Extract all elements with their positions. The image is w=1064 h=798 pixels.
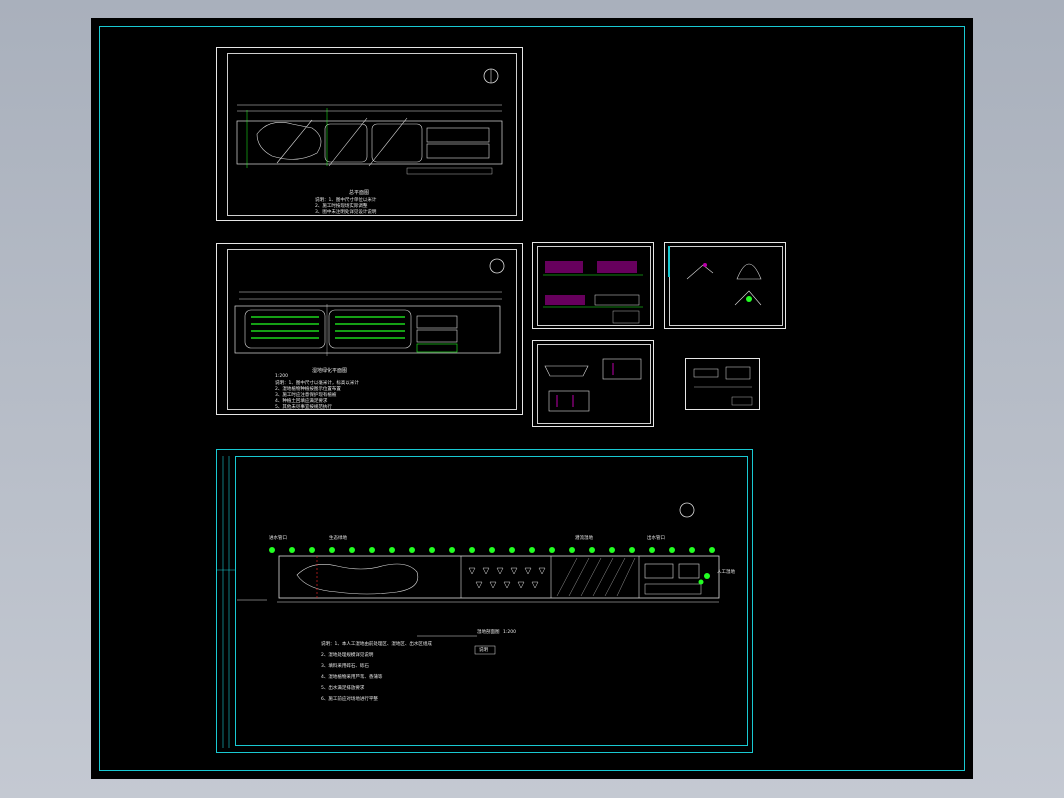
wetland-title-box: 说明 xyxy=(479,648,488,653)
wetland-note-6: 6、施工前应对场地进行平整 xyxy=(321,697,378,702)
site-plan-note-1: 说明：1、图中尺寸单位以米计 xyxy=(315,198,377,203)
planting-plan-note-1: 说明：1、图中尺寸以毫米计，标高以米计 xyxy=(275,381,359,386)
planting-plan-note-2: 2、湿地植物种植按图示位置布置 xyxy=(275,387,341,392)
wetland-plan-title: 湿地剖面图 xyxy=(477,630,500,635)
planting-plan-note-5: 5、其他未尽事宜按规范执行 xyxy=(275,405,332,410)
sheet-inner-border xyxy=(537,246,651,326)
label-green-area: 生态绿地 xyxy=(329,536,347,541)
sheet-section-detail-a[interactable] xyxy=(532,242,654,329)
sheet-inner-border xyxy=(227,53,517,216)
drawing-frame xyxy=(99,26,965,771)
planting-plan-drawing xyxy=(234,258,505,356)
sheet-site-plan[interactable]: 总平面图 说明：1、图中尺寸单位以米计 2、施工时按现场实际调整 3、图中未注明… xyxy=(216,47,523,221)
wetland-note-1: 说明：1、本人工湿地由前处理区、湿地区、出水区组成 xyxy=(321,642,432,647)
site-plan-note-3: 3、图中未注明处详见设计说明 xyxy=(315,210,377,215)
wetland-note-5: 5、出水满足排放要求 xyxy=(321,686,365,691)
wetland-note-4: 4、湿地植物采用芦苇、香蒲等 xyxy=(321,675,383,680)
sheet-section-detail-b[interactable] xyxy=(532,340,654,427)
label-outlet: 出水管口 xyxy=(647,536,665,541)
planting-plan-note-4: 4、种植土回填应满足要求 xyxy=(275,399,328,404)
sheet-inner-border xyxy=(227,249,517,410)
planting-plan-scale: 1:200 xyxy=(275,374,288,379)
site-plan-note-2: 2、施工时按现场实际调整 xyxy=(315,204,368,209)
site-plan-drawing xyxy=(236,68,503,175)
wetland-note-3: 3、填料采用碎石、砾石 xyxy=(321,664,369,669)
sheet-inner-border xyxy=(537,344,651,424)
label-subsurface-wetland: 潜流湿地 xyxy=(575,536,593,541)
label-inlet: 进水管口 xyxy=(269,536,287,541)
section-detail-b-drawing xyxy=(544,358,642,412)
cad-drawing-canvas[interactable]: 总平面图 说明：1、图中尺寸单位以米计 2、施工时按现场实际调整 3、图中未注明… xyxy=(91,18,973,779)
wetland-plan-drawing xyxy=(217,456,720,748)
planting-plan-title: 湿地绿化平面图 xyxy=(312,368,348,374)
sheet-inner-border xyxy=(669,246,783,326)
sheet-slope-detail[interactable] xyxy=(664,242,786,329)
sheet-wetland-plan[interactable]: 进水管口 生态绿地 潜流湿地 出水管口 人工湿地 湿地剖面图 1:200 说明 … xyxy=(216,449,753,753)
label-constructed-wetland: 人工湿地 xyxy=(717,570,735,575)
wetland-note-2: 2、湿地处理规模详见说明 xyxy=(321,653,374,658)
small-detail-drawing xyxy=(693,366,753,406)
sheet-planting-plan[interactable]: 湿地绿化平面图 1:200 说明：1、图中尺寸以毫米计，标高以米计 2、湿地植物… xyxy=(216,243,523,415)
site-plan-title: 总平面图 xyxy=(349,190,370,196)
section-detail-a-drawing xyxy=(543,261,643,324)
slope-detail-drawing xyxy=(668,246,762,306)
wetland-plan-scale: 1:200 xyxy=(503,630,516,635)
planting-plan-note-3: 3、施工时应注意保护现有植被 xyxy=(275,393,337,398)
sheet-small-detail[interactable] xyxy=(685,358,760,410)
sheet-inner-border xyxy=(235,456,748,746)
